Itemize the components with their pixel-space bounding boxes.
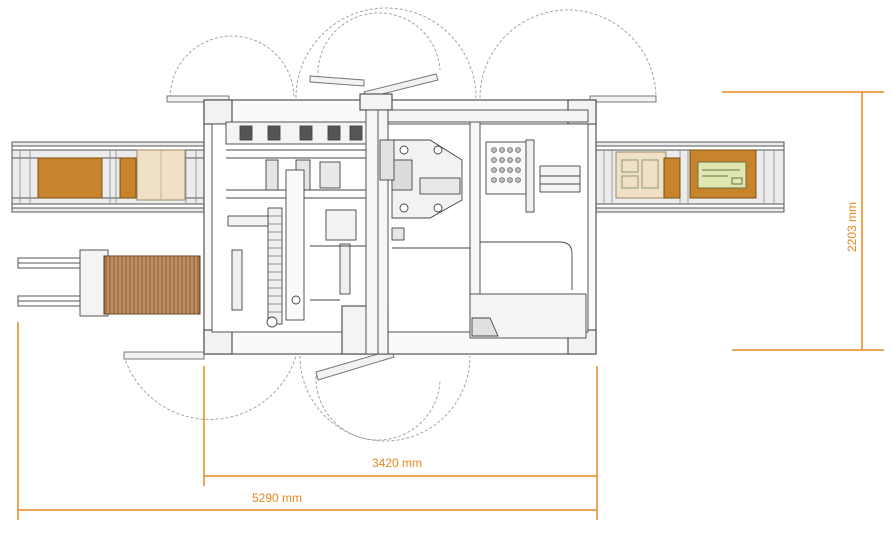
door-arc-bottom-middle xyxy=(299,355,471,442)
door-leaf-bottom-mid xyxy=(315,349,395,381)
sealing-section xyxy=(379,109,589,339)
total-width-dimension xyxy=(17,322,597,520)
inner-width-dimension xyxy=(203,366,598,520)
door-leaf-bottom-left xyxy=(123,351,205,360)
door-arc-top-right xyxy=(479,9,657,99)
right-conveyor xyxy=(595,141,785,213)
door-leaves xyxy=(123,73,657,381)
door-arc-top-middle-inner xyxy=(317,12,441,79)
door-leaf-top-left xyxy=(166,95,230,103)
door-arc-top-left xyxy=(169,35,295,99)
vertical-chain-drive xyxy=(267,207,283,325)
carton-right-small xyxy=(663,157,681,199)
depth-dimension xyxy=(722,91,884,351)
inner-width-dimension-label: 3420 mm xyxy=(372,456,422,470)
door-leaf-top-mid-a xyxy=(309,75,365,87)
center-rails xyxy=(365,109,481,355)
total-width-dimension-label: 5290 mm xyxy=(252,491,302,505)
door-arc-bottom-left xyxy=(123,355,297,420)
door-swing-arcs xyxy=(123,7,657,442)
door-leaf-top-right xyxy=(589,95,657,103)
door-arc-top-middle xyxy=(295,7,477,99)
carton-left-2 xyxy=(119,157,137,199)
blank-magazine xyxy=(17,249,201,317)
door-arc-bottom-middle-inner xyxy=(315,375,441,441)
left-conveyor-rollers xyxy=(19,150,197,204)
forming-section xyxy=(225,121,367,328)
depth-dimension-label: 2203 mm xyxy=(845,202,859,252)
carton-left-1 xyxy=(37,157,103,199)
left-conveyor xyxy=(11,141,207,213)
